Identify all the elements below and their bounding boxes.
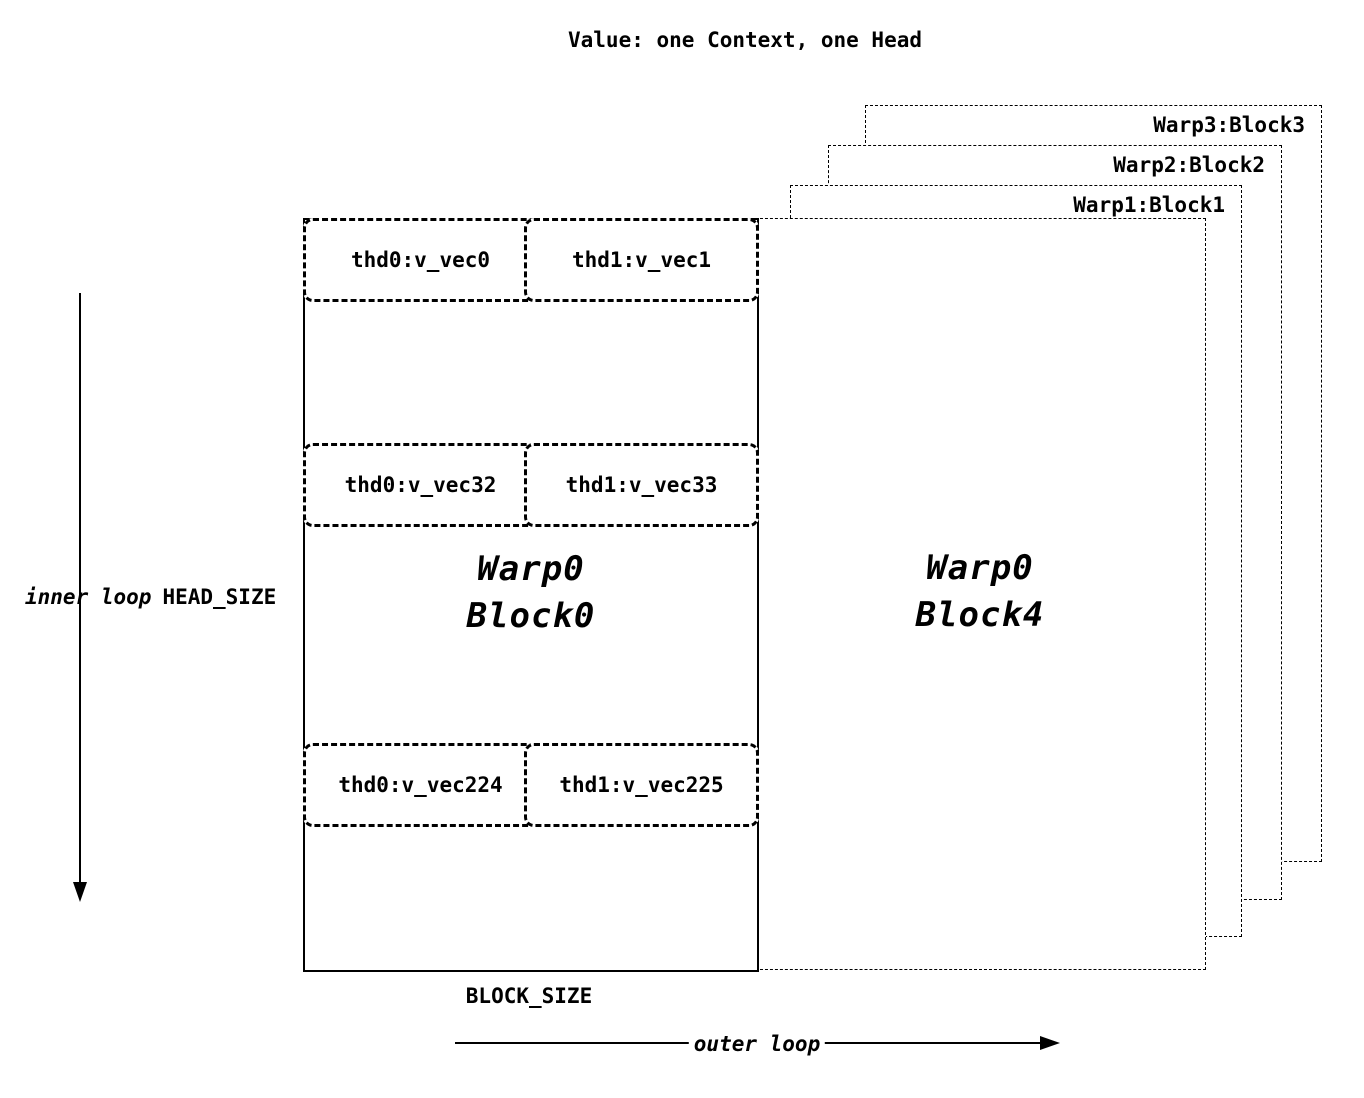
block0-region: thd0:v_vec0 thd1:v_vec1 thd0:v_vec32 thd…: [303, 218, 759, 972]
block0-label-line1: Warp0: [477, 549, 585, 589]
thd-box-v-vec225: thd1:v_vec225: [524, 743, 759, 827]
block4-label: Warp0 Block4: [755, 545, 1205, 639]
thd-box-label: thd0:v_vec32: [344, 473, 497, 497]
thd-box-label: thd1:v_vec225: [559, 773, 724, 797]
block4-label-line2: Block4: [915, 595, 1045, 635]
diagram-title: Value: one Context, one Head: [567, 28, 923, 52]
thd-box-v-vec1: thd1:v_vec1: [524, 218, 759, 302]
thd-box-v-vec32: thd0:v_vec32: [303, 443, 538, 527]
sheet-warp2-label: Warp2:Block2: [1113, 153, 1265, 177]
inner-loop-label: inner loop HEAD_SIZE: [25, 585, 276, 609]
thd-box-v-vec33: thd1:v_vec33: [524, 443, 759, 527]
block0-label: Warp0 Block0: [305, 546, 757, 640]
block4-region: Warp0 Block4: [755, 218, 1206, 970]
thd-box-label: thd0:v_vec224: [338, 773, 503, 797]
sheet-warp1-label: Warp1:Block1: [1073, 193, 1225, 217]
outer-loop-label: outer loop: [688, 1032, 826, 1056]
thd-box-v-vec224: thd0:v_vec224: [303, 743, 538, 827]
thd-box-v-vec0: thd0:v_vec0: [303, 218, 538, 302]
inner-loop-arrow: [73, 293, 87, 902]
thd-box-label: thd0:v_vec0: [350, 248, 491, 272]
sheet-warp3-label: Warp3:Block3: [1153, 113, 1305, 137]
block0-label-line2: Block0: [466, 596, 596, 636]
block4-label-line1: Warp0: [926, 548, 1034, 588]
head-size-text: HEAD_SIZE: [162, 585, 277, 609]
thd-box-label: thd1:v_vec33: [565, 473, 718, 497]
block-size-label: BLOCK_SIZE: [465, 984, 593, 1008]
thd-box-label: thd1:v_vec1: [571, 248, 712, 272]
inner-loop-text: inner loop: [25, 585, 152, 609]
